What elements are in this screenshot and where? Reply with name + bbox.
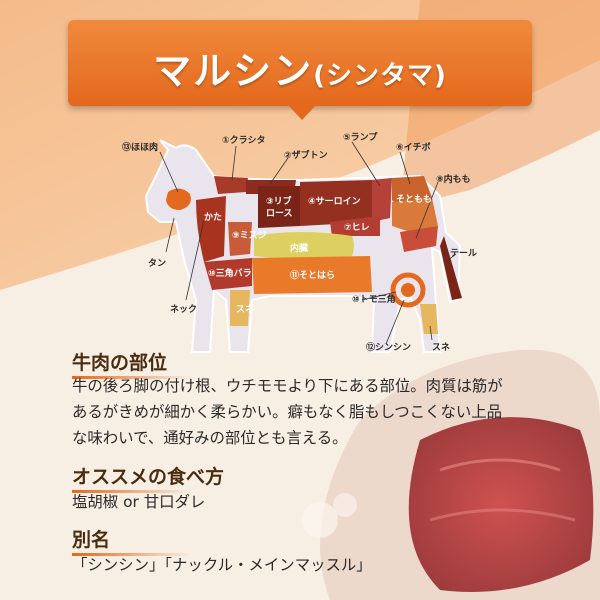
inner-ribroast: ③リブ <box>266 195 292 207</box>
beef-cut-diagram: ⑬ほほ肉 ①クラシタ ②ザブトン ⑤ランプ ⑥イチボ ⑧内もも タン テール ネ… <box>122 131 477 353</box>
inner-sune-fore: スネ <box>236 304 254 315</box>
section-body-part-line1: 牛の後ろ脚の付け根、ウチモモより下にある部位。肉質は筋が <box>72 377 503 395</box>
label-sune-hind: スネ <box>432 342 450 353</box>
inner-sotomomo: そともも <box>396 194 432 205</box>
label-ranpu: ⑤ランプ <box>343 131 378 143</box>
inner-ribroast2: ロース <box>266 208 293 219</box>
title-banner: マルシン(シンタマ) <box>68 20 532 120</box>
cut-sune-fore <box>230 290 250 326</box>
label-teru: テール <box>450 248 477 259</box>
cut-sotobara <box>252 256 372 294</box>
label-zabuton: ②ザブトン <box>284 149 328 161</box>
section-heading-alias: 別名 <box>72 525 192 556</box>
label-shinshin: ⑫シンシン <box>366 341 411 353</box>
cut-hoho <box>166 188 191 210</box>
label-uchimomo: ⑧内もも <box>436 173 471 185</box>
section-body-recommend: 塩胡椒 or 甘口ダレ <box>72 493 206 511</box>
inner-naizou: 内臓 <box>290 242 308 254</box>
cut-hire <box>330 216 380 236</box>
inner-sirloin: ④サーロイン <box>308 196 361 207</box>
label-tomosankaku: ⑩トモ三角 <box>352 293 396 305</box>
label-ichibo: ⑥イチボ <box>396 141 431 153</box>
cut-ranpu <box>372 178 392 222</box>
cut-uchimomo <box>400 226 438 252</box>
inner-hire: ⑦ヒレ <box>344 222 370 233</box>
label-tan: タン <box>148 257 166 269</box>
title-sub: (シンタマ) <box>313 61 447 91</box>
cut-sankakubara <box>204 258 252 290</box>
cut-kata <box>196 196 226 262</box>
cut-ribroast <box>258 186 300 228</box>
inner-sotobara: ⑪そとはら <box>290 269 335 281</box>
section-heading-recommend: オススメの食べ方 <box>72 462 224 493</box>
cut-naizou <box>254 232 354 259</box>
section-body-alias: 「シンシン」「ナックル・メインマッスル」 <box>72 556 372 574</box>
label-nekku: ネック <box>170 304 197 315</box>
cut-sotomomo <box>392 198 438 232</box>
section-heading-part: 牛肉の部位 <box>72 348 192 379</box>
cut-misuji <box>228 222 252 256</box>
inner-sankakubara: ⑩三角バラ <box>208 267 252 279</box>
label-hoho: ⑬ほほ肉 <box>122 141 158 153</box>
cut-shinshin-ring <box>390 272 426 308</box>
label-kurashita: ①クラシタ <box>222 134 265 146</box>
inner-misuji: ⑨ミスジ <box>232 230 267 241</box>
cut-shinshin <box>401 283 415 297</box>
cut-kurashita <box>214 176 248 194</box>
inner-kata: かた <box>204 212 222 223</box>
cut-teru <box>440 236 462 300</box>
section-body-part-line2: あるがきめが細かく柔らかい。癖もなく脂もしつこくない上品 <box>72 403 503 421</box>
cut-sirloin <box>300 180 372 226</box>
cut-sune-hind <box>420 304 438 334</box>
title-main: マルシン <box>153 49 314 93</box>
page-title: マルシン(シンタマ) <box>68 40 532 95</box>
section-body-part-line3: な味わいで、通好みの部位とも言える。 <box>72 429 348 447</box>
